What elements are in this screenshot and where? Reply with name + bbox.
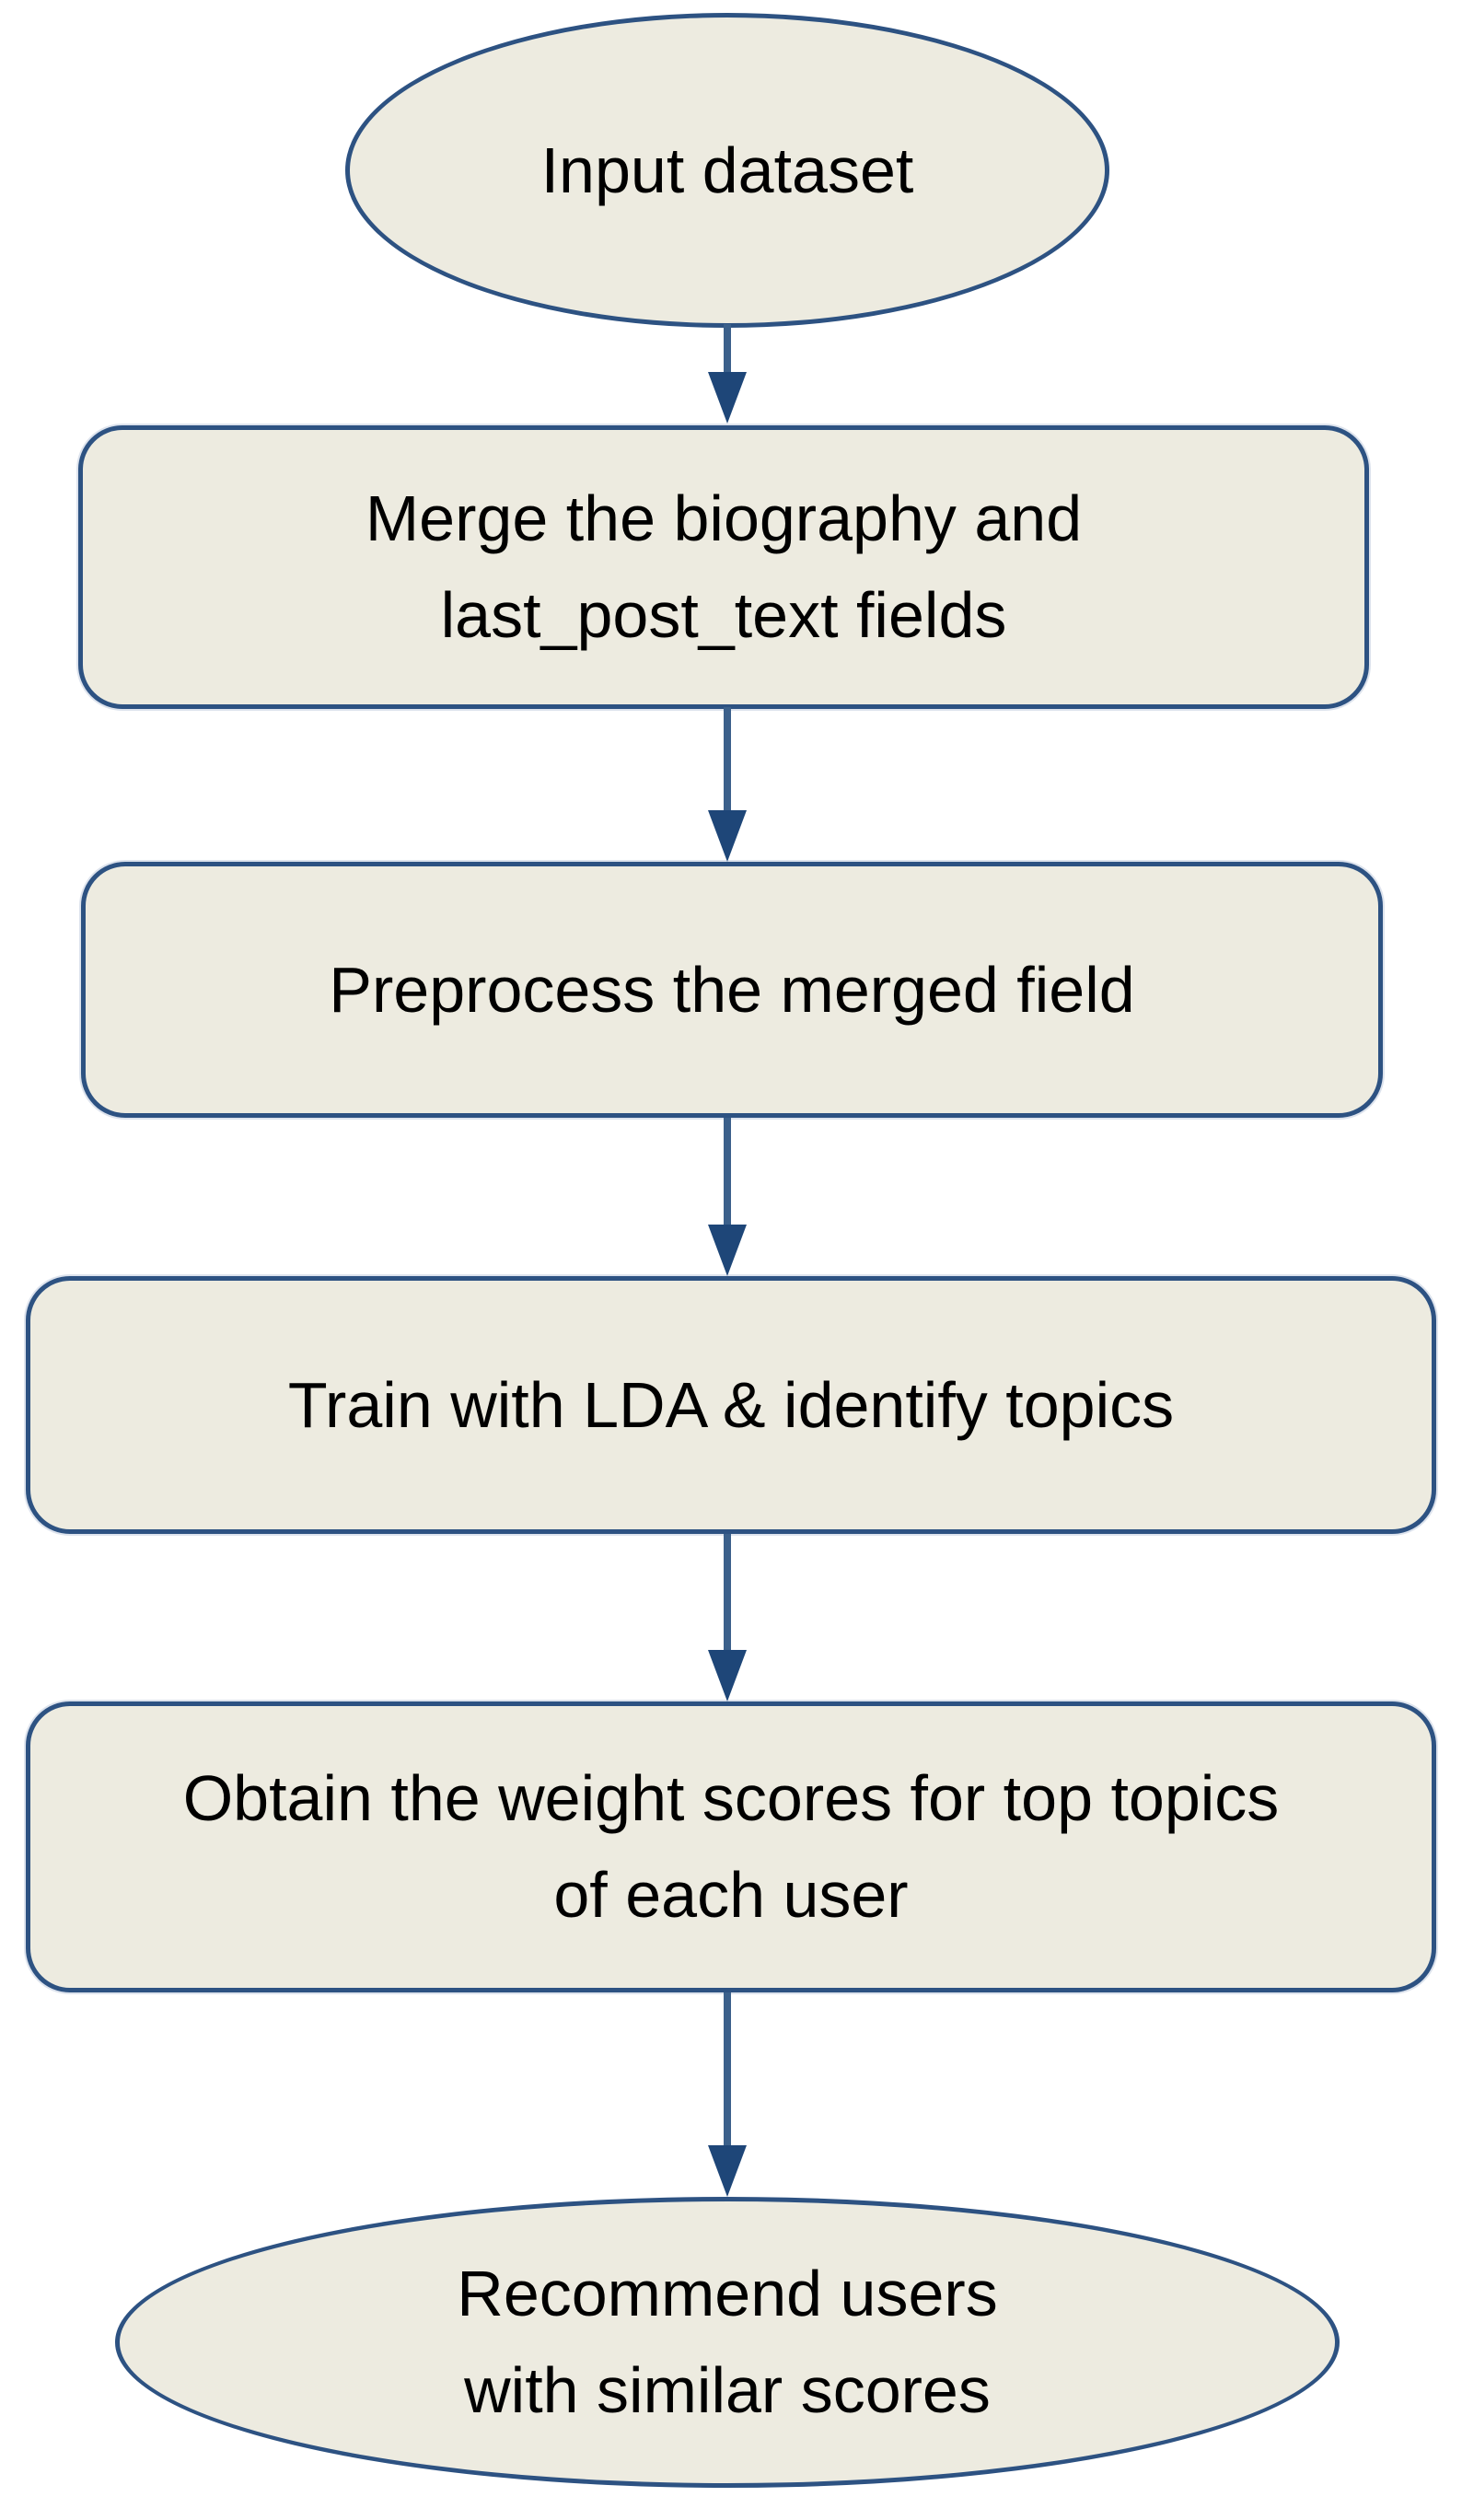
node-label: of each user [553,1859,909,1931]
flow-arrow-stem [724,324,731,374]
arrow-down-icon [708,372,747,424]
node-label: Merge the biography and [365,482,1083,554]
flow-arrow-stem [724,1534,731,1652]
start-node-input-dataset: Input dataset [345,13,1109,328]
arrow-down-icon [708,2145,747,2197]
node-label: Obtain the weight scores for top topics [182,1762,1280,1834]
flow-arrow-stem [724,1992,731,2147]
flow-arrow-stem [724,1118,731,1226]
node-label: Train with LDA & identify topics [287,1368,1175,1441]
process-node-weight-scores: Obtain the weight scores for top topics … [26,1701,1436,1992]
arrow-down-icon [708,810,747,862]
node-label: Recommend users [457,2258,998,2329]
process-node-merge-fields: Merge the biography and last_post_text f… [78,425,1369,709]
end-node-recommend-users: Recommend users with similar scores [115,2197,1340,2488]
node-label: with similar scores [464,2354,991,2426]
arrow-down-icon [708,1225,747,1276]
node-label: Preprocess the merged field [329,953,1135,1026]
arrow-down-icon [708,1650,747,1701]
process-node-preprocess: Preprocess the merged field [81,862,1383,1118]
flow-arrow-stem [724,707,731,812]
node-label: Input dataset [540,134,914,206]
process-node-train-lda: Train with LDA & identify topics [26,1276,1436,1534]
node-label: last_post_text fields [440,579,1007,651]
